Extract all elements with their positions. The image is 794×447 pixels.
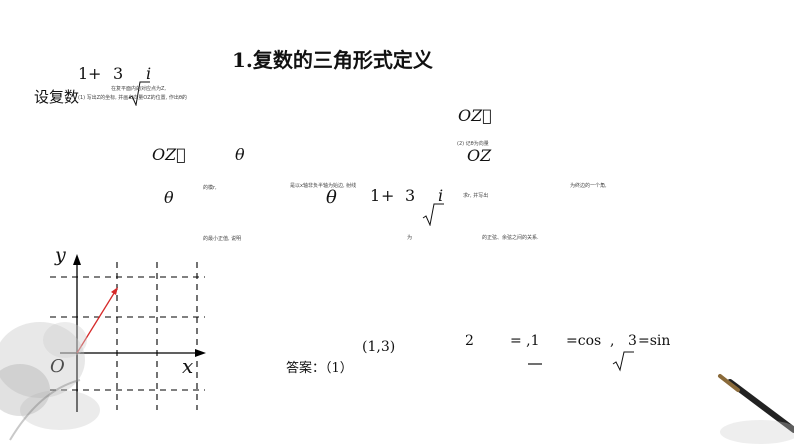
answer-comma: , [610, 333, 615, 349]
z-mid-three: 3 [405, 186, 416, 205]
answer-sin: =sin [638, 333, 671, 349]
problem-prefix: 设复数 [34, 88, 80, 106]
origin-label: O [50, 356, 65, 377]
note-9: 的模r, [203, 185, 217, 191]
sqrt-sign [422, 203, 444, 226]
sqrt-sign [612, 351, 634, 372]
oz-vector-right-mid: OZ [467, 146, 492, 165]
answer-cos: =cos [566, 333, 602, 349]
note-3: (2) 记θ为向量 [457, 141, 489, 147]
answer-eq1: = ,1 [510, 333, 540, 349]
note-5: 是以x轴非负半轴为始边, 射线 [290, 183, 357, 189]
point-coordinates: (1,3) [362, 339, 396, 355]
z-top-plus: + [88, 64, 102, 83]
answer-r-value: 2 [465, 333, 474, 349]
z-top-i: i [146, 64, 152, 83]
theta-mid: θ [326, 187, 337, 208]
note-6: 为终边的一个角, [570, 183, 607, 189]
page-title: 1.复数的三角形式定义 [232, 48, 433, 72]
z-mid-one: 1 [370, 186, 381, 205]
z-top-three: 3 [113, 64, 124, 83]
oz-vector-left: OZ⃗ [152, 145, 186, 164]
sqrt-sign [128, 81, 150, 106]
answer-label: 答案：（1） [286, 361, 353, 376]
fraction-bar [528, 363, 542, 365]
brush-decoration [718, 374, 794, 444]
note-7: 求r, 并写出 [463, 193, 489, 199]
note-2: (1) 写出Z的坐标, 并画出向量OZ的位置, 作出θ的 [78, 95, 187, 101]
theta-left: θ [235, 145, 245, 164]
answer-three: 3 [628, 333, 637, 349]
note-8: 的正弦、余弦之间的关系. [482, 235, 539, 241]
theta-left-2: θ [164, 188, 174, 207]
coordinate-graph [50, 254, 206, 412]
z-mid-i: i [438, 186, 444, 205]
note-10: 的最小正值, 说明 [203, 236, 242, 242]
note-1: 在复平面内的对应点为Z, [111, 86, 167, 92]
oz-vector-right-top: OZ⃗ [458, 106, 492, 125]
note-11: 为 [407, 235, 413, 241]
x-axis-label: x [182, 354, 194, 378]
z-mid-plus: + [381, 186, 395, 205]
z-top-one: 1 [78, 64, 89, 83]
y-axis-label: y [55, 244, 66, 266]
